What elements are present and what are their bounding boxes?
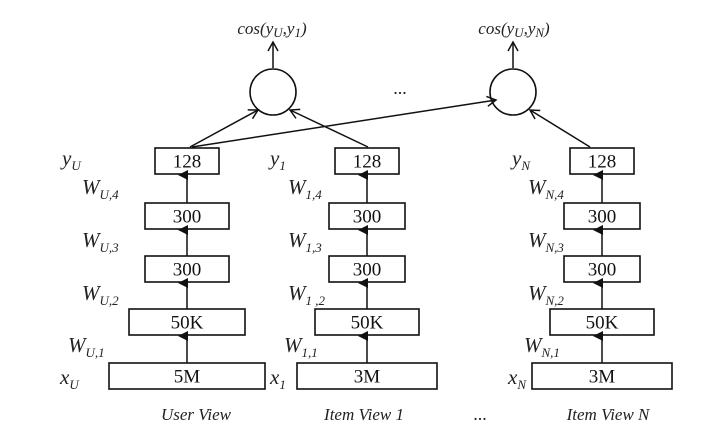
layer-size: 50K bbox=[586, 313, 619, 334]
cosine-node-n bbox=[489, 68, 537, 116]
layer-size: 300 bbox=[173, 260, 202, 281]
similarity-layer: cos(yU,y1) cos(yU,yN) ... bbox=[189, 19, 591, 148]
output-vector-label: y1 bbox=[268, 146, 286, 173]
layer-size: 5M bbox=[174, 367, 201, 388]
cosine-output-n: cos(yU,yN) bbox=[478, 19, 550, 40]
ellipsis-bottom: ... bbox=[473, 404, 487, 424]
edge-user-to-cos1 bbox=[189, 109, 260, 148]
layer-size: 3M bbox=[354, 367, 381, 388]
edge-user-to-cosn bbox=[191, 95, 498, 148]
layer-size: 300 bbox=[588, 207, 617, 228]
weight-label: WN,3 bbox=[528, 228, 564, 255]
layer-size: 300 bbox=[353, 260, 382, 281]
weight-label: WN,1 bbox=[524, 333, 560, 360]
weight-label: W1,1 bbox=[284, 333, 318, 360]
layer-box bbox=[334, 147, 400, 175]
layer-box bbox=[314, 308, 420, 336]
cosine-output-1: cos(yU,y1) bbox=[237, 19, 307, 40]
weight-label: WU,3 bbox=[82, 228, 119, 255]
cosine-node-1 bbox=[249, 68, 297, 116]
output-vector-label: yN bbox=[510, 146, 531, 173]
weight-label: W1,3 bbox=[288, 228, 322, 255]
layer-box bbox=[569, 147, 635, 175]
weight-label: WN,4 bbox=[528, 175, 564, 202]
layer-box bbox=[108, 362, 266, 390]
layer-size: 300 bbox=[353, 207, 382, 228]
weight-label: WU,4 bbox=[82, 175, 119, 202]
layer-size: 50K bbox=[171, 313, 204, 334]
input-vector-label: x1 bbox=[269, 365, 286, 392]
output-vector-label: yU bbox=[60, 146, 82, 173]
layer-size: 300 bbox=[173, 207, 202, 228]
layer-size: 50K bbox=[351, 313, 384, 334]
weight-label: WU,1 bbox=[68, 333, 105, 360]
input-vector-label: xU bbox=[59, 365, 80, 392]
weight-label: WN,2 bbox=[528, 281, 564, 308]
layer-box bbox=[563, 255, 641, 283]
layer-size: 128 bbox=[588, 152, 617, 173]
weight-label: WU,2 bbox=[82, 281, 119, 308]
layer-box bbox=[296, 362, 438, 390]
layer-size: 128 bbox=[353, 152, 382, 173]
view-name: Item View 1 bbox=[323, 405, 404, 424]
layer-box bbox=[144, 255, 230, 283]
ellipsis-top: ... bbox=[393, 78, 407, 98]
edge-itemn-to-cosn bbox=[528, 109, 591, 148]
view-name: User View bbox=[161, 405, 232, 424]
view-name: Item View N bbox=[566, 405, 651, 424]
layer-size: 3M bbox=[589, 367, 616, 388]
layer-size: 128 bbox=[173, 152, 202, 173]
weight-label: W1 ,2 bbox=[288, 281, 326, 308]
edge-item1-to-cos1 bbox=[288, 108, 369, 148]
weight-label: W1,4 bbox=[288, 175, 322, 202]
layer-box bbox=[549, 308, 655, 336]
layer-box bbox=[328, 255, 406, 283]
layer-size: 300 bbox=[588, 260, 617, 281]
input-vector-label: xN bbox=[507, 365, 527, 392]
